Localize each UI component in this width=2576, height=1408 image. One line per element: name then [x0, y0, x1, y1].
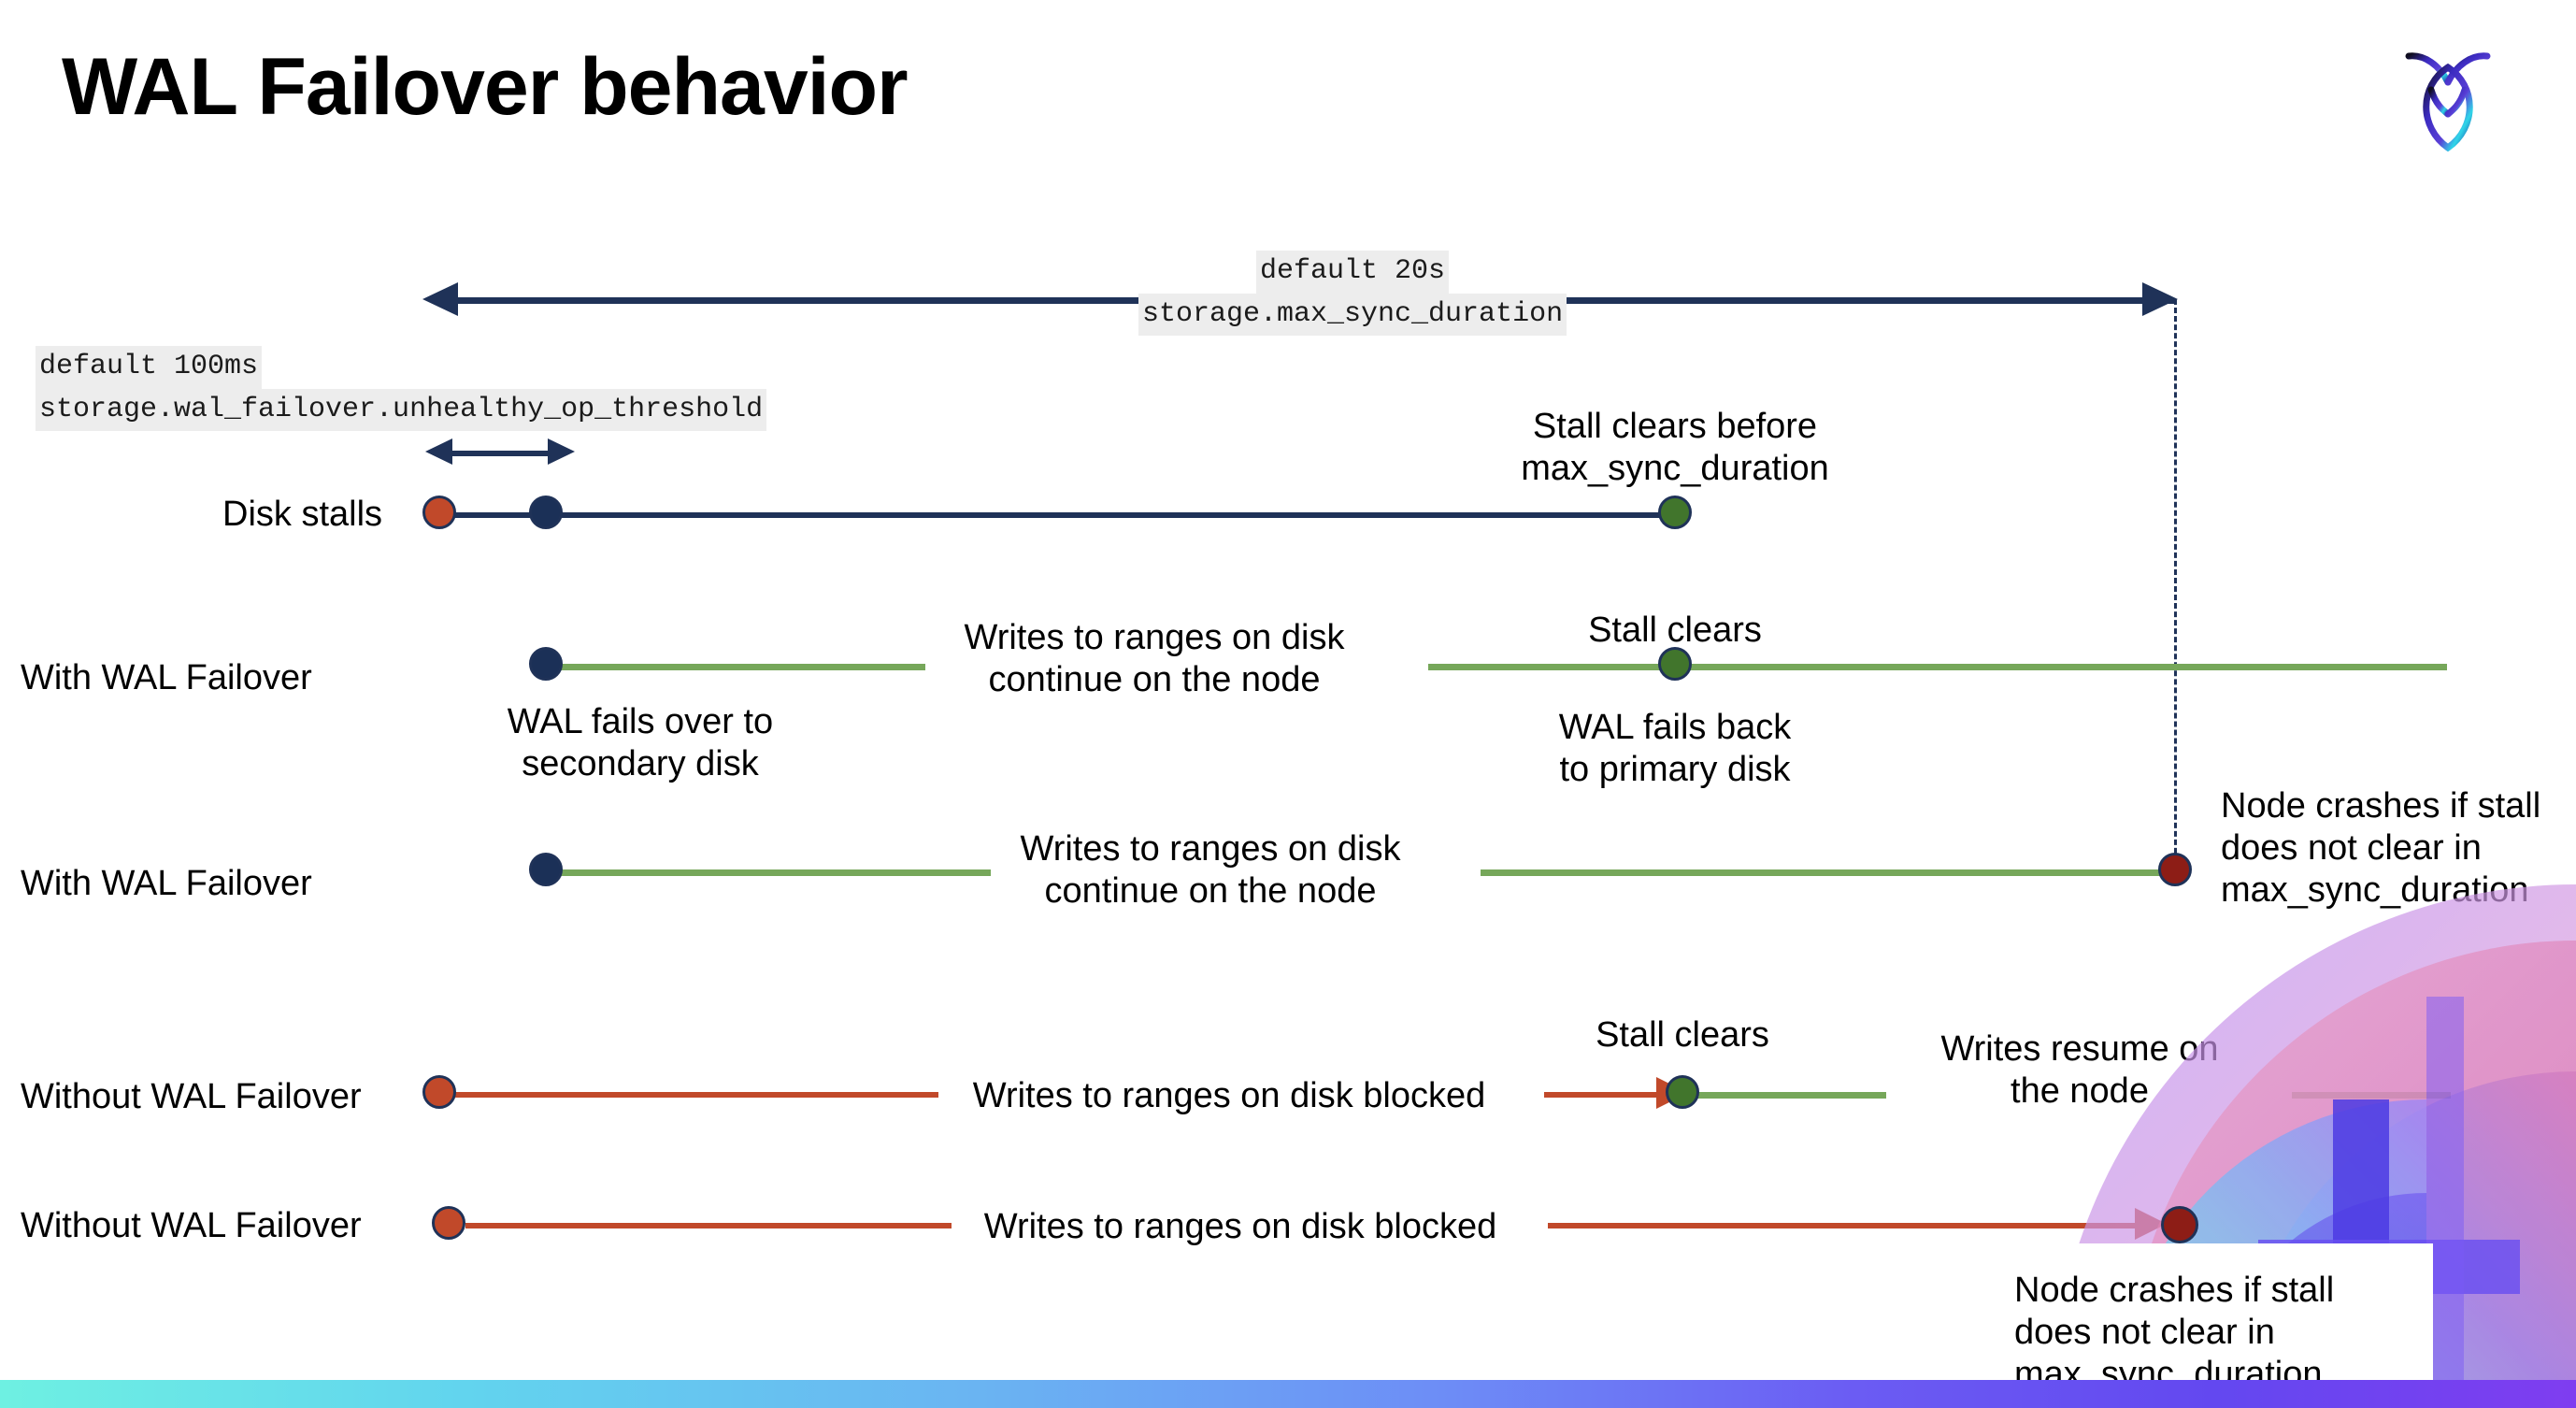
max-sync-duration-default: default 20s: [1256, 251, 1450, 294]
callout-line-1: Writes resume on: [1940, 1029, 2219, 1069]
callout-writes-blocked-1: Writes to ranges on disk blocked: [972, 1076, 1486, 1115]
unhealthy-threshold-setting: storage.wal_failover.unhealthy_op_thresh…: [36, 388, 767, 432]
without-wal-failover-1-resume-segment-a: [1692, 1092, 1886, 1099]
callout-line-2: continue on the node: [1044, 870, 1377, 911]
row-label-without-wal-failover-1: Without WAL Failover: [21, 1077, 362, 1116]
callout-line-2: the node: [2011, 1070, 2149, 1111]
callout-stall-clears-2: Stall clears: [1596, 1015, 1769, 1055]
unhealthy-op-threshold-annotation: default 100ms storage.wal_failover.unhea…: [36, 346, 767, 432]
without-wal-failover-1-resume-segment-b: [2292, 1092, 2451, 1099]
callout-line-1: WAL fails over to: [507, 702, 774, 741]
callout-line-2: max_sync_duration: [1521, 448, 1829, 488]
with-wal-failover-1-segment-b: [1428, 664, 2447, 670]
callout-line-2: does not clear in: [2221, 827, 2482, 868]
with-wal-failover-2-segment-a: [544, 869, 991, 876]
disk-stall-start-dot: [422, 496, 456, 529]
max-sync-duration-guide-line: [2174, 299, 2177, 879]
callout-line-1: Node crashes if stall: [2221, 786, 2541, 826]
row-label-with-wal-failover-2: With WAL Failover: [21, 864, 312, 903]
callout-stall-clears-1: Stall clears: [1588, 611, 1762, 650]
callout-line-1: WAL fails back: [1558, 708, 1792, 747]
without-wal-failover-1-stall-dot: [422, 1075, 456, 1109]
callout-writes-resume: Writes resume on the node: [1925, 1028, 2234, 1113]
without-wal-failover-2-blocked-segment-b: [1548, 1223, 2155, 1228]
timeline-right-arrowhead: [2140, 280, 2178, 323]
without-wal-failover-2-crash-dot: [2161, 1206, 2198, 1243]
callout-writes-continue-1: Writes to ranges on disk continue on the…: [935, 617, 1374, 701]
callout-line-1: Stall clears before: [1532, 407, 1818, 446]
cockroachdb-logo: [2378, 28, 2518, 159]
with-wal-failover-1-failover-dot: [529, 647, 563, 681]
callout-node-crashes-1: Node crashes if stall does not clear in …: [2221, 785, 2576, 911]
without-wal-failover-1-clears-dot: [1666, 1075, 1699, 1109]
with-wal-failover-2-failover-dot: [529, 853, 563, 886]
callout-line-1: Writes to ranges on disk: [1020, 829, 1401, 869]
callout-line-3: max_sync_duration: [2221, 869, 2529, 910]
callout-line-2: secondary disk: [522, 743, 759, 783]
callout-wal-fails-back: WAL fails back to primary disk: [1507, 707, 1843, 791]
unhealthy-threshold-right-arrowhead: [547, 437, 575, 471]
row-label-disk-stalls: Disk stalls: [222, 495, 383, 534]
callout-wal-fails-over: WAL fails over to secondary disk: [467, 701, 813, 785]
row-label-with-wal-failover-1: With WAL Failover: [21, 658, 312, 697]
without-wal-failover-1-blocked-segment-b: [1544, 1092, 1666, 1098]
disk-stalls-timeline: [439, 512, 1675, 518]
without-wal-failover-1-blocked-segment-a: [454, 1092, 938, 1098]
max-sync-duration-setting: storage.max_sync_duration: [1138, 293, 1567, 337]
unhealthy-threshold-span-line: [439, 451, 559, 456]
callout-writes-blocked-2: Writes to ranges on disk blocked: [983, 1207, 1497, 1246]
unhealthy-threshold-left-arrowhead: [425, 437, 453, 471]
page-title: WAL Failover behavior: [62, 42, 909, 132]
disk-stall-failover-dot: [529, 496, 563, 529]
with-wal-failover-2-crash-dot: [2158, 853, 2192, 886]
with-wal-failover-1-stall-clears-dot: [1658, 647, 1692, 681]
timeline-left-arrowhead: [422, 280, 460, 323]
callout-writes-continue-2: Writes to ranges on disk continue on the…: [991, 828, 1430, 912]
callout-line-2: to primary disk: [1559, 749, 1791, 789]
callout-line-2: continue on the node: [988, 659, 1321, 699]
max-sync-duration-annotation: default 20s storage.max_sync_duration: [1138, 251, 1567, 337]
callout-line-1: Node crashes if stall: [2014, 1271, 2335, 1310]
row-label-without-wal-failover-2: Without WAL Failover: [21, 1206, 362, 1245]
callout-line-1: Writes to ranges on disk: [964, 618, 1345, 657]
callout-node-crashes-2: Node crashes if stall does not clear in …: [2014, 1270, 2407, 1395]
without-wal-failover-2-stall-dot: [432, 1206, 465, 1240]
bottom-gradient-bar: [0, 1380, 2576, 1408]
unhealthy-threshold-default: default 100ms: [36, 346, 263, 389]
with-wal-failover-2-segment-b: [1481, 869, 2180, 876]
callout-line-2: does not clear in: [2014, 1312, 2275, 1352]
without-wal-failover-2-blocked-segment-a: [465, 1223, 952, 1228]
disk-stall-clears-dot: [1658, 496, 1692, 529]
with-wal-failover-1-segment-a: [544, 664, 925, 670]
callout-stall-clears-before: Stall clears before max_sync_duration: [1488, 406, 1862, 490]
